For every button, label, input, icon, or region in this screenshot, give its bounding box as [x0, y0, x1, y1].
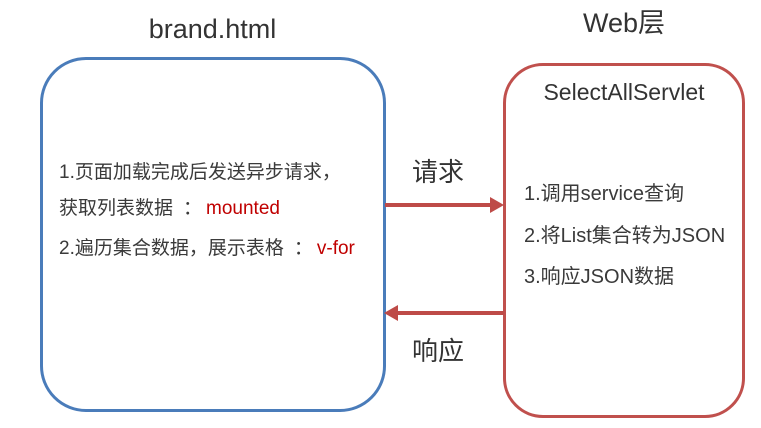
- client-step-1-detail: 获取列表数据 ：mounted: [59, 197, 280, 221]
- request-arrow-line: [385, 203, 493, 207]
- servlet-step-2: 2.将List集合转为JSON: [524, 225, 726, 247]
- v-for-keyword: v-for: [316, 238, 355, 259]
- servlet-step-1: 1.调用service查询: [524, 183, 685, 205]
- mounted-keyword: mounted: [206, 198, 280, 219]
- client-step-2: 2.遍历集合数据，展示表格 ：v-for: [59, 237, 355, 261]
- client-step-1: 1.页面加载完成后发送异步请求，: [59, 162, 341, 183]
- request-arrow-label: 请求: [411, 157, 464, 187]
- web-layer-title: Web层: [582, 8, 666, 38]
- request-arrowhead-icon: [490, 197, 504, 213]
- colon-separator: ：: [293, 238, 313, 259]
- client-step-1-detail-text: 获取列表数据: [59, 198, 174, 219]
- colon-separator: ：: [183, 198, 203, 219]
- client-page-box: [40, 57, 386, 412]
- left-box-title: brand.html: [148, 14, 277, 44]
- servlet-name: SelectAllServlet: [543, 79, 705, 105]
- response-arrow-label: 响应: [411, 336, 464, 366]
- servlet-box: [503, 63, 745, 418]
- servlet-step-3: 3.响应JSON数据: [524, 266, 675, 288]
- response-arrowhead-icon: [384, 305, 398, 321]
- response-arrow-line: [396, 311, 504, 315]
- client-step-2-text: 2.遍历集合数据，展示表格: [59, 238, 284, 259]
